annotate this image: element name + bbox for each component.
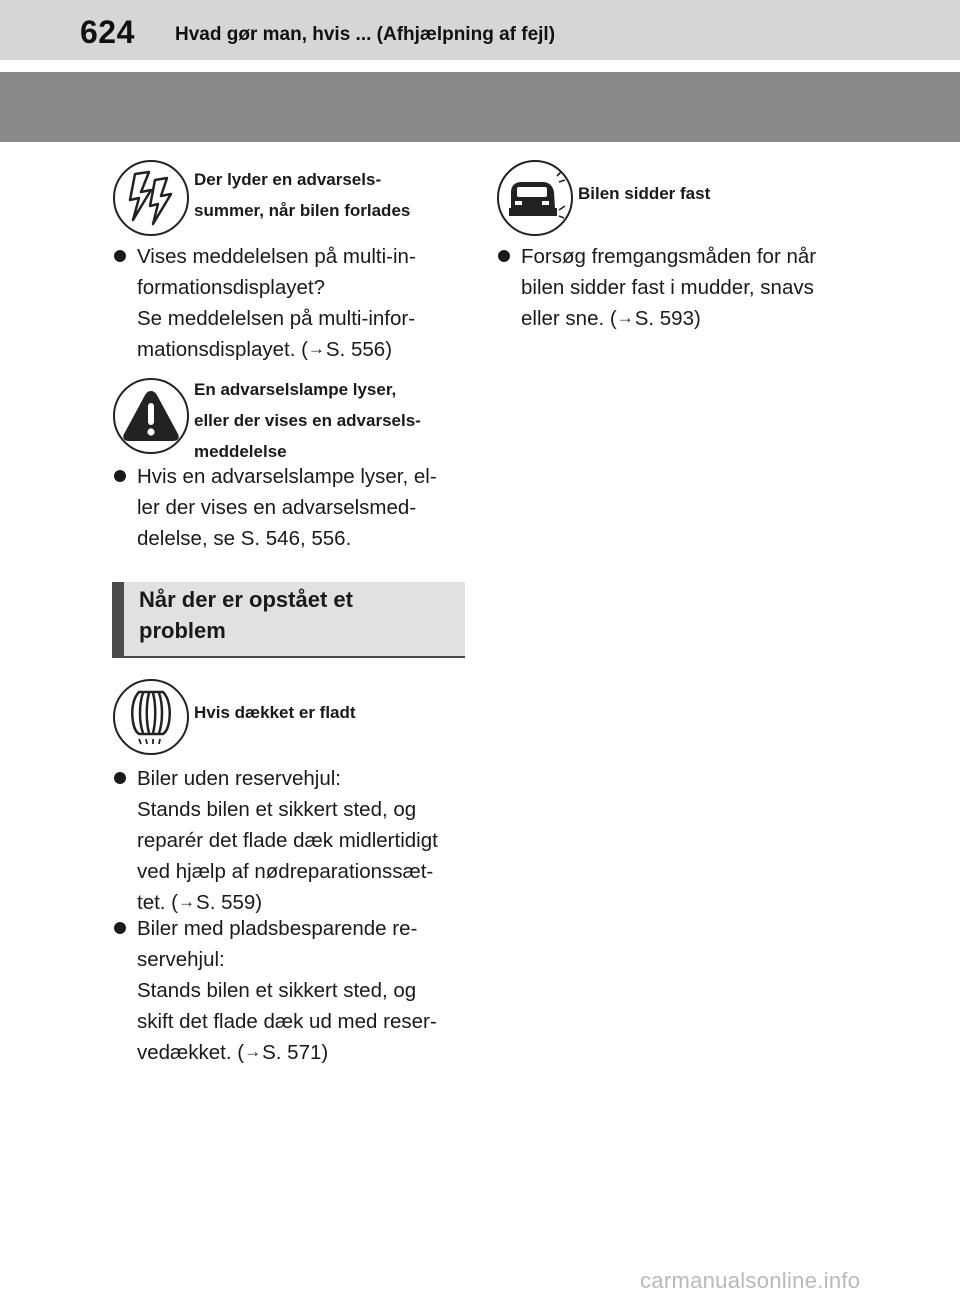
arrow-icon: → [178, 892, 196, 911]
watermark: carmanualsonline.info [640, 1268, 861, 1293]
exclamation-icon [113, 378, 189, 454]
page-reference: S. 559) [196, 891, 263, 914]
bullet-dot [114, 772, 126, 784]
arrow-icon: → [244, 1042, 262, 1061]
page-reference: S. 593) [634, 307, 701, 330]
car-stuck-icon [497, 160, 573, 236]
bullet-dot [498, 250, 510, 262]
stuck-bullet: Forsøg fremgangsmåden for når bilen sidd… [498, 241, 816, 335]
arrow-icon: → [616, 308, 634, 327]
lamp-bullet: Hvis en advarselslampe lyser, el- ler de… [114, 461, 437, 554]
section-heading: Når der er opstået et problem [112, 582, 465, 658]
bullet-dot [114, 250, 126, 262]
flat-tire-title: Hvis dækket er fladt [194, 703, 356, 722]
bullet-dot [114, 470, 126, 482]
page-header [0, 0, 960, 60]
flat-tire-bullet-2: Biler med pladsbesparende re- servehjul:… [114, 913, 437, 1069]
header-band [0, 72, 960, 142]
buzzer-title: Der lyder en advarsels- summer, når bile… [194, 170, 411, 220]
flat-tire-icon [113, 679, 189, 755]
bullet-dot [114, 922, 126, 934]
chapter-title: Hvad gør man, hvis ... (Afhjælpning af f… [175, 24, 556, 45]
arrow-icon: → [307, 339, 325, 358]
page-reference: S. 571) [262, 1041, 329, 1064]
buzzer-bullet: Vises meddelelsen på multi-in- formation… [114, 241, 416, 366]
stuck-title: Bilen sidder fast [578, 184, 711, 203]
section-title: Når der er opstået et problem [139, 587, 353, 643]
lightning-bolt-icon [113, 160, 189, 236]
flat-tire-bullet-1: Biler uden reservehjul: Stands bilen et … [114, 763, 438, 919]
lamp-title: En advarselslampe lyser, eller der vises… [194, 380, 421, 461]
page-number: 624 [80, 14, 135, 50]
page-reference: S. 556) [325, 338, 393, 361]
